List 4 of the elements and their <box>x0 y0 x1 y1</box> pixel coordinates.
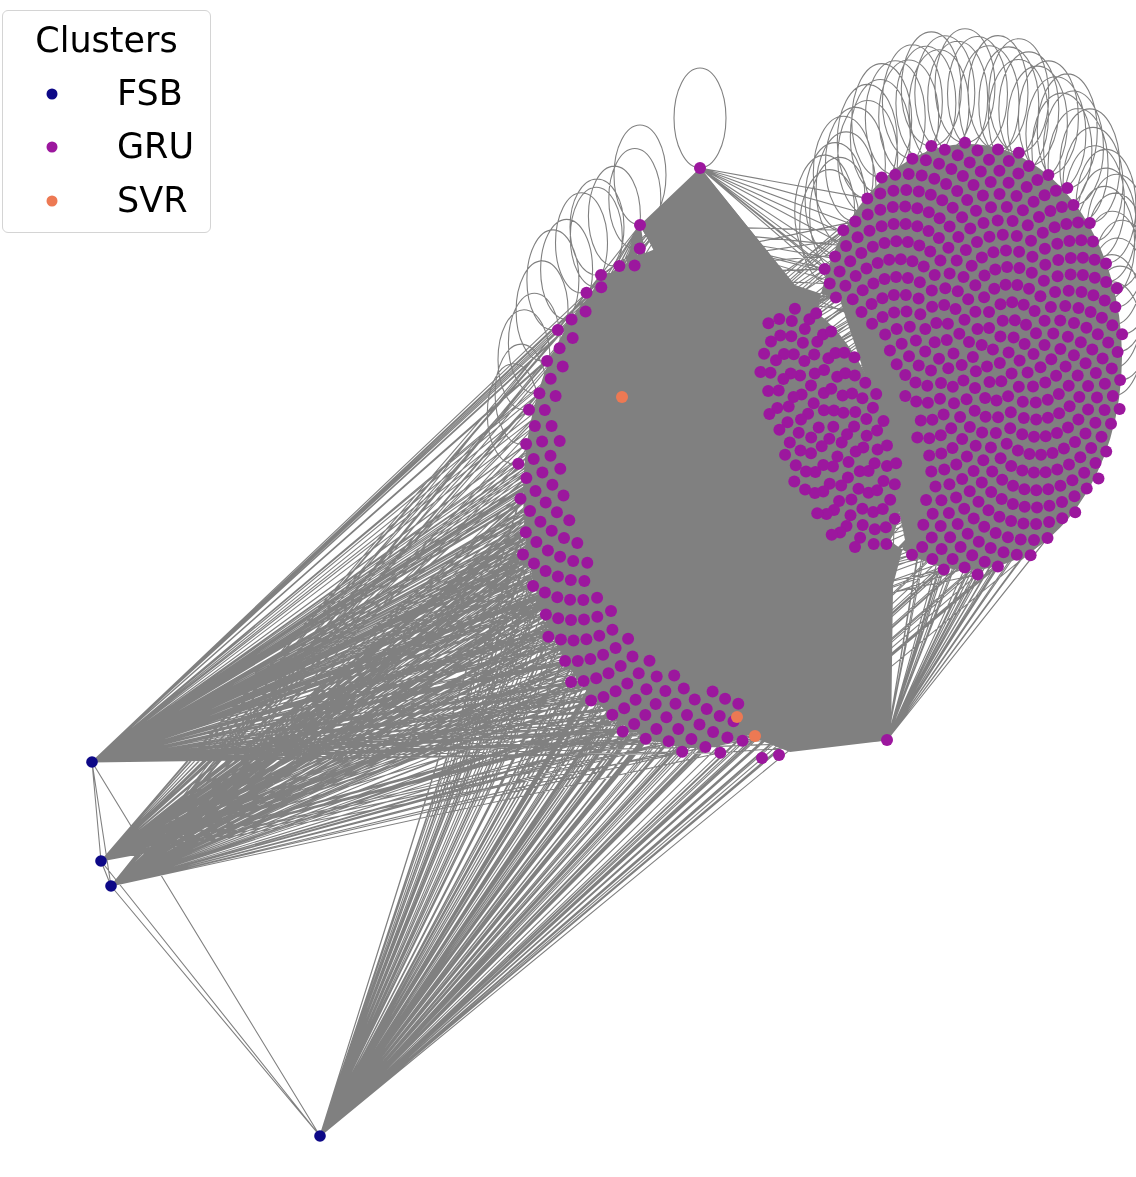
legend-title: Clusters <box>34 20 179 60</box>
legend-label: SVR <box>117 179 188 220</box>
legend-label: FSB <box>117 73 183 113</box>
legend-label: GRU <box>117 126 195 167</box>
